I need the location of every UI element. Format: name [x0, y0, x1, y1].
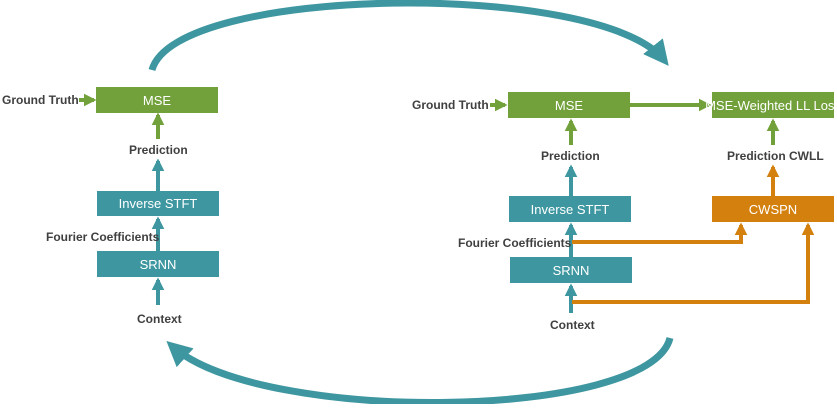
- left-mse-box: MSE: [96, 87, 218, 113]
- left-inverse-stft-box: Inverse STFT: [97, 191, 219, 216]
- right-loss-box: MSE-Weighted LL Loss: [705, 92, 837, 118]
- top-cycle-arrow: [148, 0, 669, 72]
- cwspn-box: CWSPN: [712, 196, 834, 222]
- context-to-cwspn-arrow: [572, 222, 815, 304]
- left-context-label: Context: [137, 312, 182, 326]
- right-ground-truth-label: Ground Truth: [412, 98, 489, 112]
- right-prediction-cwll-label: Prediction CWLL: [727, 149, 824, 163]
- bottom-cycle-arrow: [166, 336, 674, 406]
- right-context-label: Context: [550, 318, 595, 332]
- right-inverse-stft-box: Inverse STFT: [509, 196, 631, 222]
- left-srnn-box: SRNN: [97, 251, 219, 277]
- left-fourier-label: Fourier Coefficients: [46, 230, 160, 244]
- right-mse-box: MSE: [508, 92, 630, 118]
- right-srnn-box: SRNN: [510, 257, 632, 283]
- right-prediction-label: Prediction: [541, 149, 600, 163]
- left-ground-truth-label: Ground Truth: [2, 93, 79, 107]
- right-fourier-label: Fourier Coefficients: [458, 236, 572, 250]
- left-prediction-label: Prediction: [129, 143, 188, 157]
- fourier-to-cwspn-arrow: [572, 222, 748, 244]
